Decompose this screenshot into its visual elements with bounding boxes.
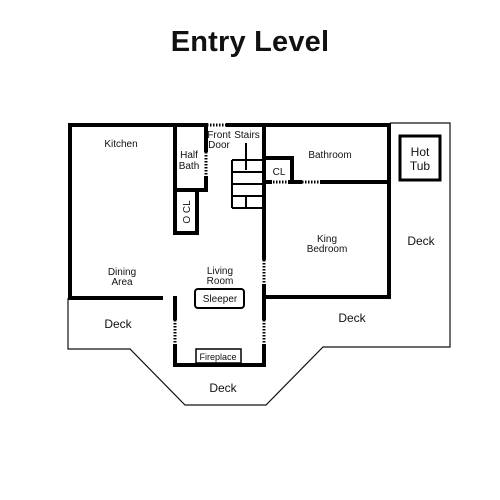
- label-hot-tub-1: Hot: [411, 145, 430, 159]
- deck-outline: [67, 122, 451, 406]
- label-closet: CL: [273, 167, 286, 178]
- label-king-bedroom-2: Bedroom: [307, 244, 348, 255]
- label-dining-area-2: Area: [111, 277, 133, 288]
- fireplace: [195, 348, 242, 364]
- sleeper-sofa: [194, 288, 245, 309]
- label-sleeper: Sleeper: [203, 294, 238, 305]
- hot-tub: [398, 134, 442, 182]
- label-deck-left: Deck: [104, 317, 132, 331]
- label-dining-area-1: Dining: [108, 267, 136, 278]
- label-living-room-2: Room: [207, 276, 234, 287]
- label-deck-bottom: Deck: [209, 381, 237, 395]
- label-hot-tub-2: Tub: [410, 159, 431, 173]
- label-o-closet: O CL: [182, 200, 193, 224]
- label-front-door-2: Door: [208, 140, 230, 151]
- label-half-bath-2: Bath: [179, 161, 200, 172]
- walls: [68, 123, 391, 367]
- label-bathroom: Bathroom: [308, 150, 351, 161]
- label-deck-right: Deck: [407, 234, 435, 248]
- label-kitchen: Kitchen: [104, 139, 137, 150]
- label-living-room-1: Living: [207, 266, 233, 277]
- label-front-door-1: Front: [207, 130, 231, 141]
- label-half-bath-1: Half: [180, 150, 198, 161]
- stairs: [231, 143, 262, 209]
- label-stairs: Stairs: [234, 130, 260, 141]
- label-fireplace: Fireplace: [199, 352, 236, 362]
- label-deck-mid: Deck: [338, 311, 366, 325]
- door-markers: [173, 123, 321, 344]
- floor-title: Entry Level: [170, 26, 330, 58]
- label-king-bedroom-1: King: [317, 234, 337, 245]
